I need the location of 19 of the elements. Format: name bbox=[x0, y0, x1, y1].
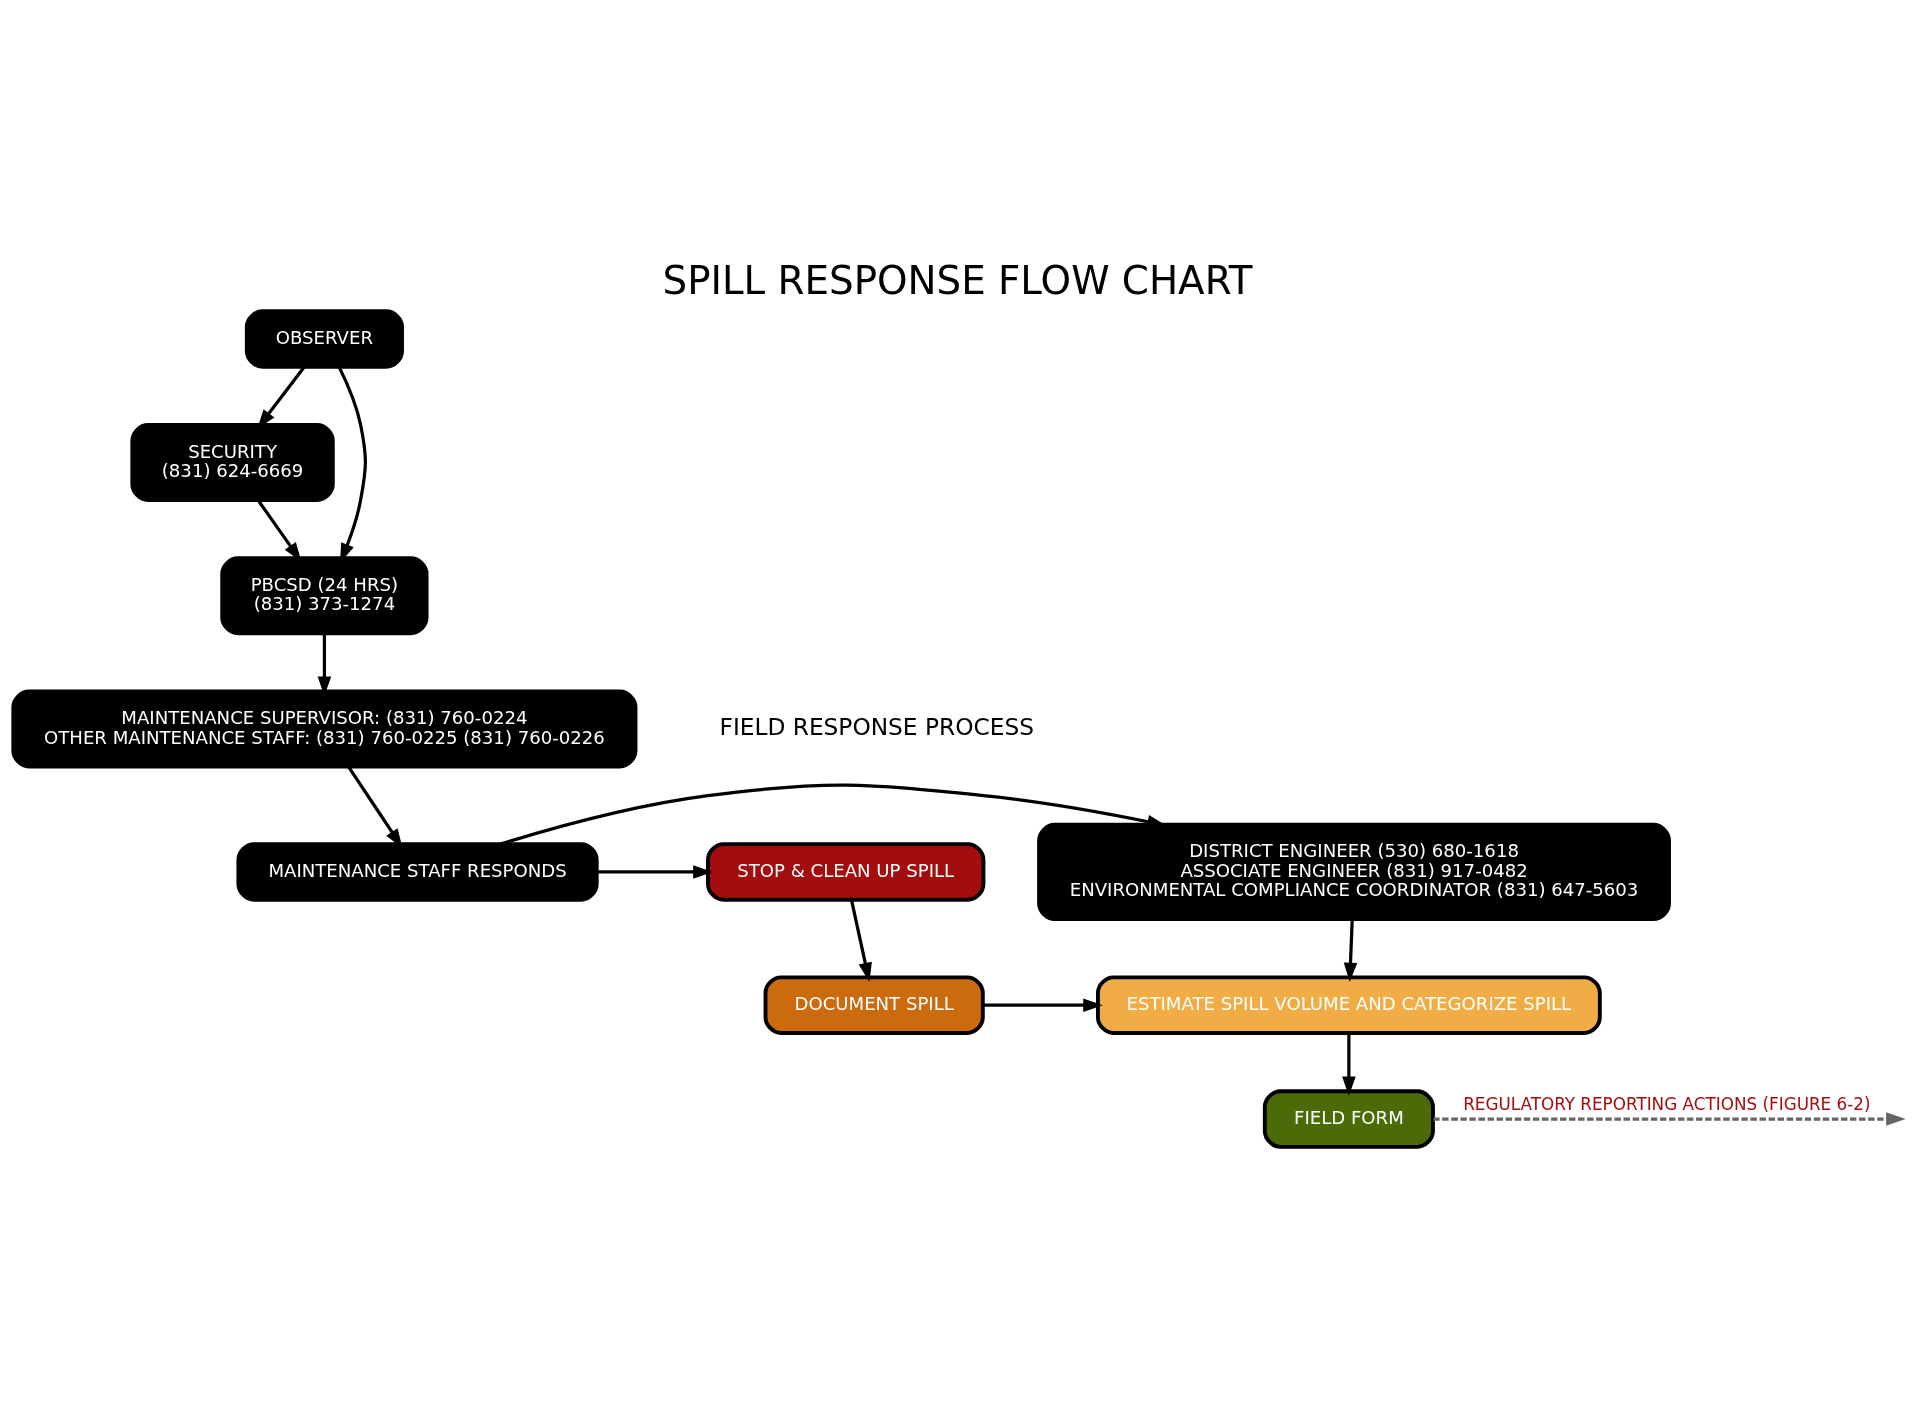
arrow bbox=[983, 998, 1103, 1012]
arrow bbox=[1343, 919, 1358, 983]
node-box: SECURITY (831) 624-6669 bbox=[130, 423, 335, 502]
diagram-title: SPILL RESPONSE FLOW CHART bbox=[662, 258, 1253, 304]
node-box: DISTRICT ENGINEER (530) 680-1618 ASSOCIATE ENGINEER (831) 917-0482 ENVIRONMENTAL COMPLIANCE COORDINATOR (831) 647-5603 bbox=[1037, 822, 1671, 922]
node-box: MAINTENANCE STAFF RESPONDS bbox=[236, 842, 599, 902]
node-box: PBCSD (24 HRS) (831) 373-1274 bbox=[220, 556, 429, 636]
node-box: DOCUMENT SPILL bbox=[763, 975, 985, 1035]
label: FIELD RESPONSE PROCESS bbox=[719, 712, 1034, 740]
arrow bbox=[1342, 1033, 1356, 1096]
node-box: STOP & CLEAN UP SPILL bbox=[706, 842, 986, 902]
arrow bbox=[1433, 1112, 1906, 1126]
node-box: ESTIMATE SPILL VOLUME AND CATEGORIZE SPILL bbox=[1096, 975, 1602, 1035]
arrow bbox=[596, 865, 713, 879]
node-box: MAINTENANCE SUPERVISOR: (831) 760-0224 OTHER MAINTENANCE STAFF: (831) 760-0225 (831) 760-0226 bbox=[11, 689, 638, 769]
arrow bbox=[850, 899, 872, 983]
edge-label: REGULATORY REPORTING ACTIONS (FIGURE 6-2) bbox=[1463, 1094, 1871, 1115]
node-box: FIELD FORM bbox=[1262, 1089, 1435, 1149]
node-box: OBSERVER bbox=[244, 309, 404, 369]
